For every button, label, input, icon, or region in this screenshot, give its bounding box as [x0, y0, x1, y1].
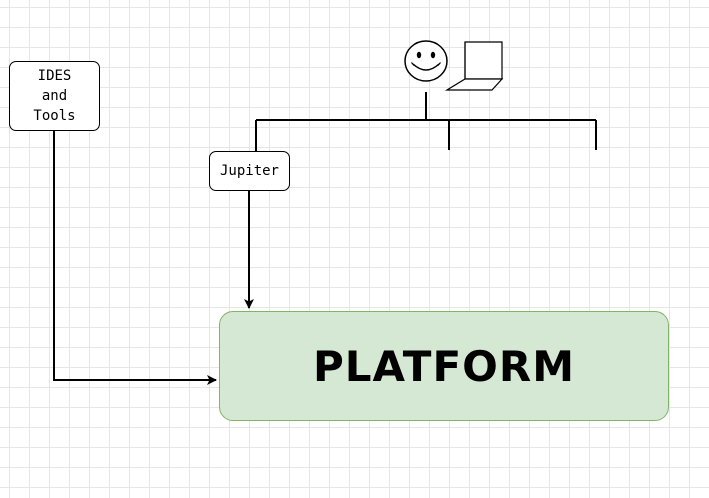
platform-label: PLATFORM [313, 341, 575, 391]
platform-node[interactable]: PLATFORM [219, 311, 669, 421]
ides-to-platform-connector[interactable] [53, 131, 217, 385]
jupiter-label: Jupiter [219, 163, 279, 179]
ides-and-tools-label: IDES and Tools [33, 68, 76, 124]
ides-and-tools-node[interactable]: IDES and Tools [9, 61, 100, 131]
smiley-face-icon[interactable] [403, 40, 449, 84]
laptop-icon[interactable] [445, 40, 505, 92]
jupiter-node[interactable]: Jupiter [209, 151, 290, 191]
